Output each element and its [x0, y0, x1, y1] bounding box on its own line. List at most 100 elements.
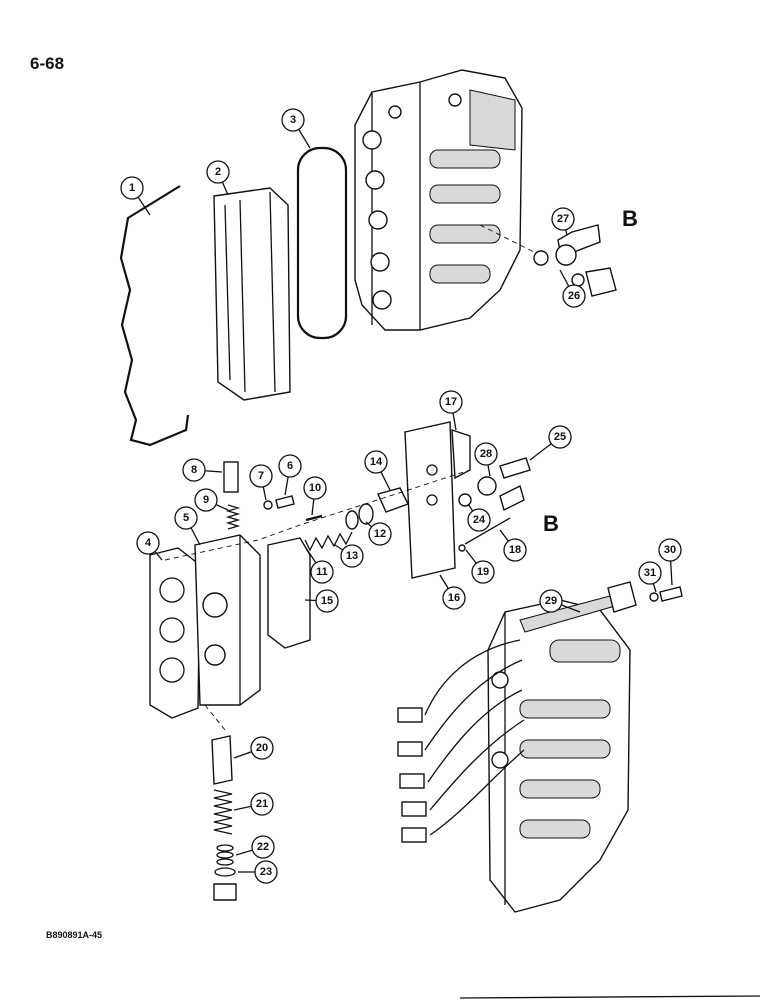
ring-28b: [216, 851, 234, 859]
plug-23: [213, 883, 237, 901]
washer-7: [263, 500, 273, 510]
callout-circle-22: [251, 835, 275, 859]
callout-label-11: 11: [316, 566, 328, 578]
screw-6: [275, 495, 295, 509]
end-plate: [404, 421, 471, 579]
callout-label-12: 12: [374, 528, 386, 540]
ring-28a: [216, 844, 234, 852]
retaining-wire: [119, 185, 190, 447]
callout-label-1: 1: [129, 182, 135, 194]
spring-21: [213, 789, 233, 835]
scan-edge: [459, 995, 761, 999]
valve-body-upper: [354, 69, 523, 331]
callout-circle-20: [250, 736, 274, 760]
valve-body-lower: [487, 599, 631, 913]
bolt-18: [464, 517, 511, 545]
callout-circle-26: [562, 284, 586, 308]
banjo-fitting-upper: [479, 224, 617, 297]
valve-housing: [194, 534, 261, 706]
callout-label-5: 5: [183, 512, 189, 524]
callout-circle-19: [471, 560, 495, 584]
screw-30: [659, 586, 683, 602]
o-ring-22: [214, 867, 236, 877]
bolt-25: [499, 457, 531, 479]
callout-circle-11: [310, 560, 334, 584]
washer-31: [649, 592, 659, 602]
callout-circle-30: [658, 538, 682, 562]
gasket-plate: [149, 547, 201, 719]
separator-plate: [267, 537, 311, 649]
callout-label-29: 29: [545, 595, 557, 607]
callout-circle-29: [539, 589, 563, 613]
callout-circle-24: [467, 508, 491, 532]
washer-24: [458, 493, 472, 507]
callout-circle-28: [474, 442, 498, 466]
callout-label-19: 19: [477, 566, 489, 578]
callout-circle-3: [281, 108, 305, 132]
callout-label-27: 27: [557, 213, 569, 225]
callout-label-2: 2: [215, 166, 221, 178]
callout-circle-4: [136, 531, 160, 555]
callout-circle-23: [254, 860, 278, 884]
fitting-27: [499, 484, 525, 512]
callout-circle-18: [503, 538, 527, 562]
callout-label-4: 4: [145, 537, 152, 549]
callout-circle-5: [174, 506, 198, 530]
callout-label-20: 20: [256, 742, 268, 754]
callout-label-28: 28: [480, 448, 492, 460]
callout-label-23: 23: [260, 866, 272, 878]
ring-12a: [345, 510, 359, 530]
callout-label-9: 9: [203, 494, 209, 506]
callout-circle-31: [638, 561, 662, 585]
reference-b-middle: B: [543, 511, 559, 536]
cover: [213, 187, 291, 401]
spring-9: [225, 504, 241, 530]
callout-circle-1: [120, 176, 144, 200]
callout-label-10: 10: [309, 482, 321, 494]
callout-label-17: 17: [445, 396, 457, 408]
callout-label-7: 7: [258, 470, 264, 482]
callout-label-3: 3: [290, 114, 296, 126]
reference-b-top: B: [622, 206, 638, 231]
callout-circle-15: [315, 589, 339, 613]
callout-circle-12: [368, 522, 392, 546]
sleeve-14: [377, 487, 409, 513]
callout-label-22: 22: [257, 841, 269, 853]
callout-circle-25: [548, 425, 572, 449]
fitting-26: [477, 476, 497, 496]
callout-label-26: 26: [568, 290, 580, 302]
pin-10: [305, 514, 323, 522]
callout-label-14: 14: [370, 456, 383, 468]
spring-13: [304, 531, 353, 552]
callout-circle-14: [364, 450, 388, 474]
plug: [223, 461, 239, 493]
callout-circle-21: [250, 792, 274, 816]
callout-label-24: 24: [473, 514, 486, 526]
callout-label-30: 30: [664, 544, 676, 556]
ring-12b: [358, 503, 374, 525]
callout-circle-2: [206, 160, 230, 184]
callout-label-31: 31: [644, 567, 656, 579]
callout-label-16: 16: [448, 592, 460, 604]
figure-code: B890891A-45: [46, 930, 103, 940]
callout-label-6: 6: [287, 460, 293, 472]
callout-label-13: 13: [346, 550, 358, 562]
callout-circle-6: [278, 454, 302, 478]
gasket-ring: [296, 146, 348, 340]
callout-label-25: 25: [554, 431, 566, 443]
callout-circle-13: [340, 544, 364, 568]
callout-circle-10: [303, 476, 327, 500]
callout-label-8: 8: [191, 464, 197, 476]
wiring-harness: [397, 581, 637, 843]
callout-circle-7: [249, 464, 273, 488]
callout-circle-17: [439, 390, 463, 414]
callout-circle-27: [551, 207, 575, 231]
callout-circle-16: [442, 586, 466, 610]
page-number: 6-68: [30, 54, 65, 73]
callout-circle-9: [194, 488, 218, 512]
piston-20: [211, 735, 233, 785]
callout-circle-8: [182, 458, 206, 482]
callout-label-21: 21: [256, 798, 268, 810]
